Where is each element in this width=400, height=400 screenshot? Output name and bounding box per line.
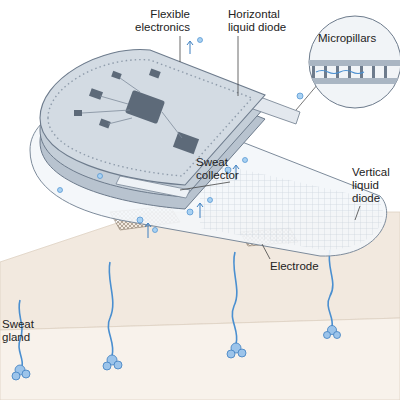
droplet <box>153 228 158 233</box>
gland-duct <box>232 252 237 344</box>
leader-line <box>355 206 360 220</box>
gland-coils <box>12 326 341 381</box>
droplet <box>198 38 203 43</box>
component <box>89 88 103 100</box>
components <box>74 68 199 154</box>
flexible-electronics-layer <box>40 50 265 185</box>
leader-line <box>238 36 239 96</box>
micropillar <box>372 66 375 78</box>
part-label: Vertical liquid diode <box>352 166 400 205</box>
micropillar <box>312 66 315 78</box>
micropillar-section <box>300 60 400 84</box>
droplet <box>243 158 248 163</box>
gland-coil <box>238 349 246 357</box>
droplet <box>187 209 193 215</box>
gland-coil <box>103 362 111 370</box>
leader-line <box>262 244 270 259</box>
gland-coil <box>324 332 331 339</box>
component <box>149 68 161 78</box>
micropillar <box>384 66 387 78</box>
component <box>74 110 82 116</box>
droplet <box>297 93 303 99</box>
droplet <box>98 174 103 179</box>
leader-line <box>180 36 181 62</box>
part-label: Sweat collector <box>196 156 258 182</box>
part-label: Horizontal liquid diode <box>228 8 300 34</box>
flow-arrow <box>187 41 193 54</box>
sweat-collector <box>116 176 190 198</box>
sweat-flow <box>316 71 364 74</box>
gland-duct <box>108 262 113 356</box>
traces <box>82 78 182 138</box>
droplet <box>58 188 63 193</box>
gland-duct <box>328 250 333 326</box>
droplet <box>137 217 143 223</box>
trace <box>82 78 182 138</box>
part-label: Flexible electronics <box>110 8 190 34</box>
inset-leader <box>296 84 318 110</box>
part-label: Electrode <box>270 260 340 273</box>
skin-section <box>0 318 400 400</box>
diode-layer <box>300 78 400 84</box>
gland-coil <box>114 361 122 369</box>
chip <box>173 132 199 155</box>
flow-arrow <box>197 203 203 218</box>
droplets <box>58 38 304 233</box>
gland-coil <box>227 350 235 358</box>
part-label: Micropillars <box>318 32 392 45</box>
gland-coil <box>22 370 30 378</box>
leader-line <box>180 182 230 190</box>
flow-arrow <box>145 223 151 238</box>
part-label: Sweat gland <box>2 318 47 344</box>
diode-layer <box>300 60 400 66</box>
gland-coil <box>12 372 20 380</box>
gland-coil <box>334 332 341 339</box>
flow-arrows <box>145 41 239 238</box>
micropillars <box>312 66 387 78</box>
droplet <box>208 198 213 203</box>
chip <box>125 90 165 124</box>
leaders <box>180 36 360 259</box>
